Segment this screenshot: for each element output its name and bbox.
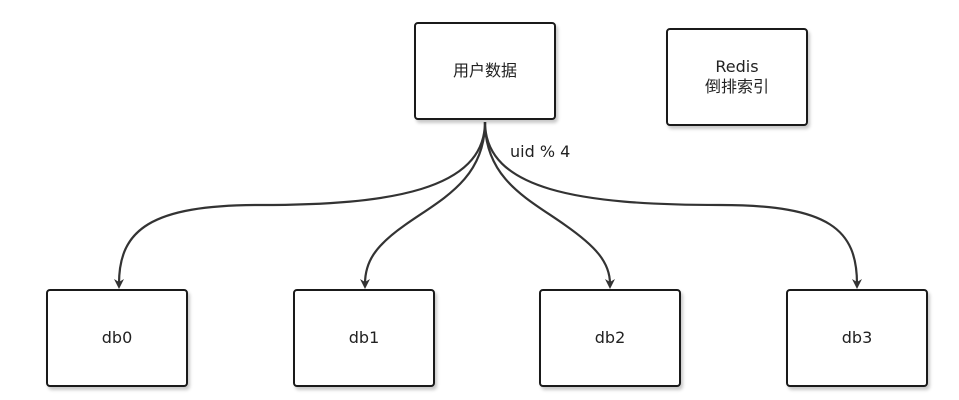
edge-user-to-db0 [114,121,487,289]
db1-label: db1 [348,328,380,347]
inverted-index-label: 倒排索引 [704,77,769,96]
user-data-label: 用户数据 [452,61,517,80]
db3-label: db3 [841,328,873,347]
db3-node[interactable]: db3 [786,289,928,387]
sharding-rule-label: uid % 4 [510,142,571,161]
edge-user-to-db1 [360,121,487,289]
edge-user-to-db2 [483,121,615,289]
db2-label: db2 [594,328,626,347]
user-data-node[interactable]: 用户数据 [414,22,556,120]
redis-inverted-index-node[interactable]: Redis 倒排索引 [666,28,808,126]
db0-node[interactable]: db0 [46,289,188,387]
edge-user-to-db3 [483,121,862,289]
db1-node[interactable]: db1 [293,289,435,387]
db2-node[interactable]: db2 [539,289,681,387]
redis-label: Redis [715,57,759,76]
db0-label: db0 [101,328,133,347]
